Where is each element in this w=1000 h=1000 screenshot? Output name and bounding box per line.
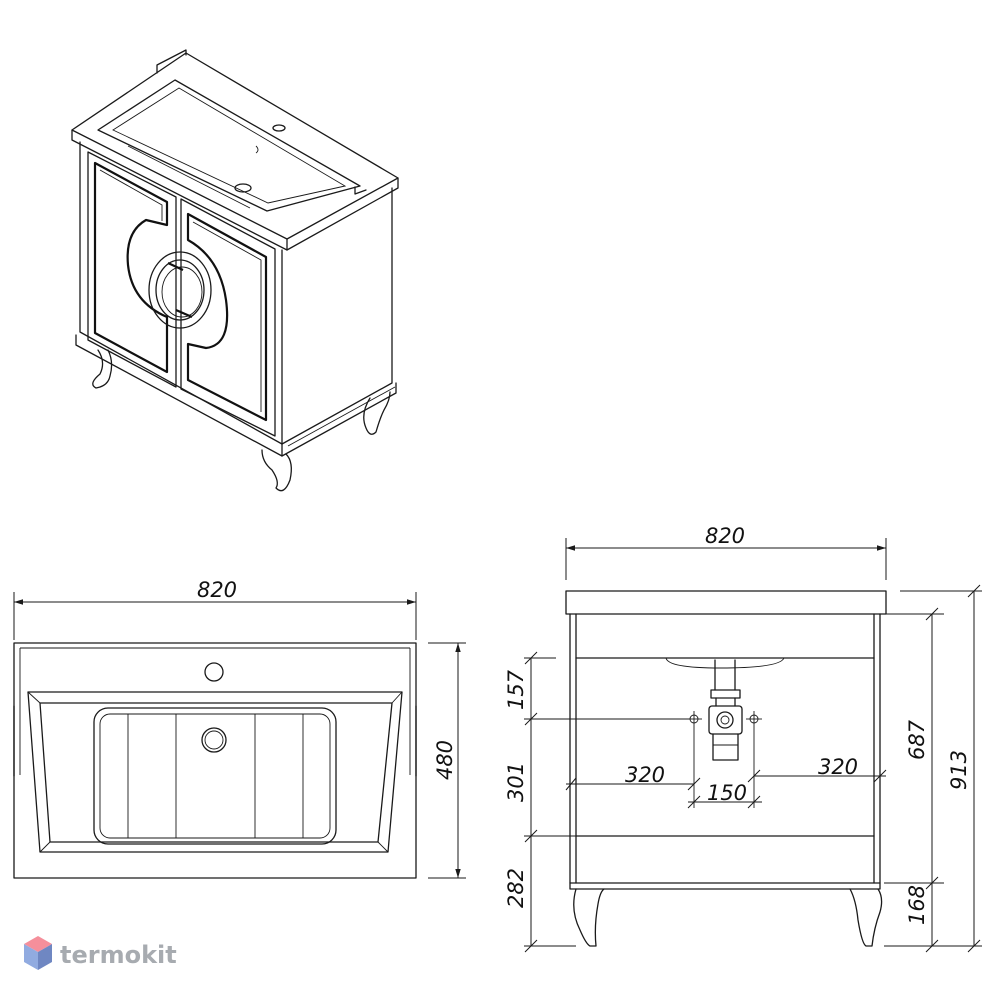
offset-157-label: 157: [504, 669, 528, 710]
top-depth-label: 480: [433, 740, 457, 780]
front-width-label: 820: [705, 524, 745, 548]
front-view: 820 157: [504, 524, 982, 953]
pipe-150-label: 150: [707, 781, 747, 805]
offset-301-label: 301: [504, 762, 528, 802]
left-320-label: 320: [625, 763, 665, 787]
cube-logo-icon: [24, 936, 52, 970]
isometric-view: [71, 49, 399, 492]
cabinet-687-label: 687: [905, 719, 929, 760]
top-view: 820 480: [13, 578, 466, 879]
right-320-label: 320: [818, 755, 858, 779]
leg-168-label: 168: [905, 885, 929, 925]
termokit-watermark: termokit: [24, 936, 177, 970]
offset-282-label: 282: [504, 868, 528, 908]
top-width-label: 820: [197, 578, 237, 602]
watermark-text: termokit: [60, 941, 177, 969]
total-913-label: 913: [947, 750, 971, 790]
